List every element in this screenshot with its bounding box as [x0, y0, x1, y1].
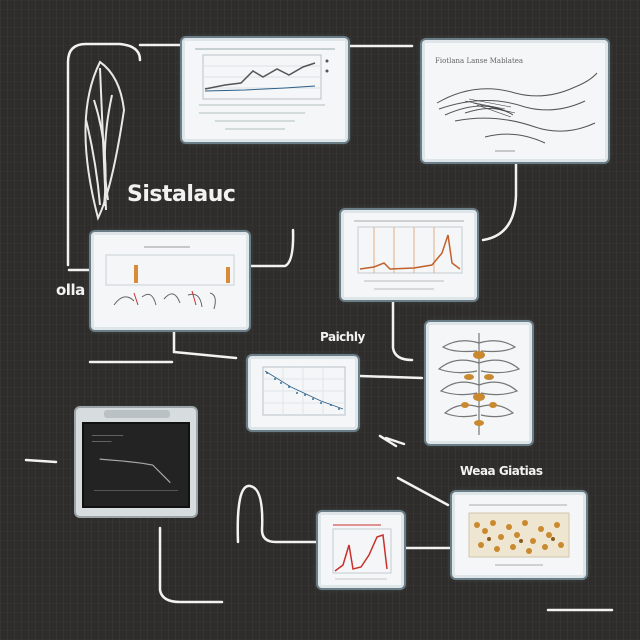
connector-mid-scribble [378, 434, 406, 448]
bottom-right-label: Weaa Giatias [460, 464, 543, 478]
peak-chart-card [341, 210, 477, 300]
connector-monitor-left [24, 458, 58, 464]
grain-sample-card [452, 492, 586, 578]
connector-leaf-loop [66, 42, 142, 267]
monitor-screen [82, 422, 190, 508]
connector-label-card8 [396, 476, 450, 507]
mid-label: Paichly [320, 330, 365, 344]
connector-monitor-bottom [158, 526, 224, 604]
connector-card3-card6 [391, 298, 414, 362]
connector-monitor-card7 [236, 484, 320, 544]
leaf-icon [84, 60, 126, 221]
line-chart-card [182, 38, 348, 142]
left-label: olla [56, 281, 85, 299]
spike-chart-card [318, 512, 404, 588]
sketch-panel-card: Fiotlana Lanse Mablatea [422, 40, 608, 162]
connector-card5-card6 [358, 374, 424, 380]
diagram-title: Sistalauc [127, 182, 236, 207]
specimen-illustration-card [426, 322, 532, 444]
monitor-notch [104, 410, 170, 418]
connector-card2-card3 [481, 160, 518, 242]
sketch-panel-heading: Fiotlana Lanse Mablatea [435, 57, 523, 65]
scatter-chart-card [248, 356, 358, 430]
monitor-display [74, 406, 198, 518]
bar-chart-card [91, 232, 249, 330]
connector-card4-card5 [172, 328, 238, 360]
connector-card4-card3 [246, 228, 295, 268]
